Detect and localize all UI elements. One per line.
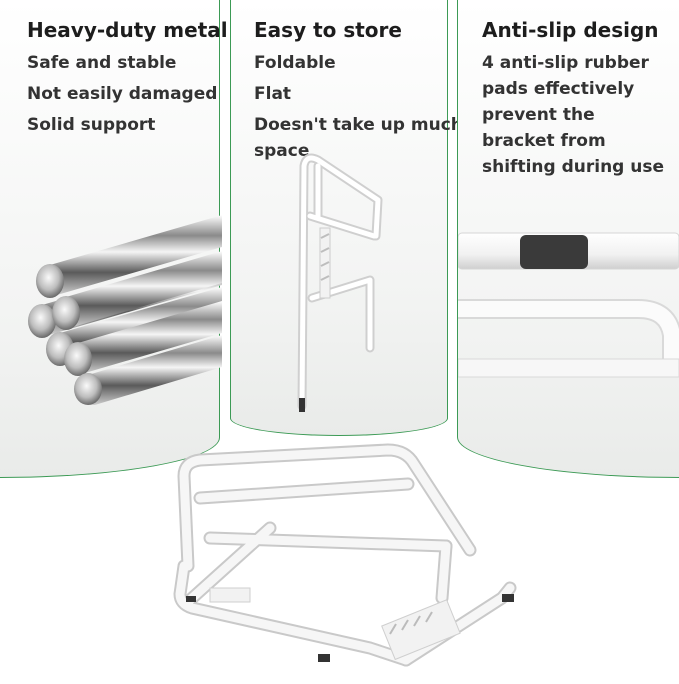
panel-title-metal: Heavy-duty metal: [27, 18, 228, 42]
rubber-pad-closeup-illustration: [458, 232, 679, 378]
panel-line: pads effectively: [482, 79, 635, 99]
panel-line: Foldable: [254, 53, 336, 73]
product-stand-image: [173, 443, 517, 667]
panel-title-antislip: Anti-slip design: [482, 18, 659, 42]
panel-line: Safe and stable: [27, 53, 177, 73]
panel-line: shifting during use: [482, 157, 665, 177]
rubber-pad-icon: [520, 235, 588, 269]
panel-line: Flat: [254, 84, 292, 104]
panel-line: bracket from: [482, 131, 606, 151]
panel-line: 4 anti-slip rubber: [482, 53, 649, 73]
panel-line: Not easily damaged: [27, 84, 218, 104]
panel-line: prevent the: [482, 105, 595, 125]
panel-line: Doesn't take up much: [254, 115, 463, 135]
folded-stand-illustration: [297, 153, 383, 412]
steel-rods-illustration: [28, 215, 222, 405]
feature-panel-storage: [230, 0, 448, 436]
panel-line: space: [254, 141, 310, 161]
panel-title-storage: Easy to store: [254, 18, 402, 42]
panel-line: Solid support: [27, 115, 156, 135]
